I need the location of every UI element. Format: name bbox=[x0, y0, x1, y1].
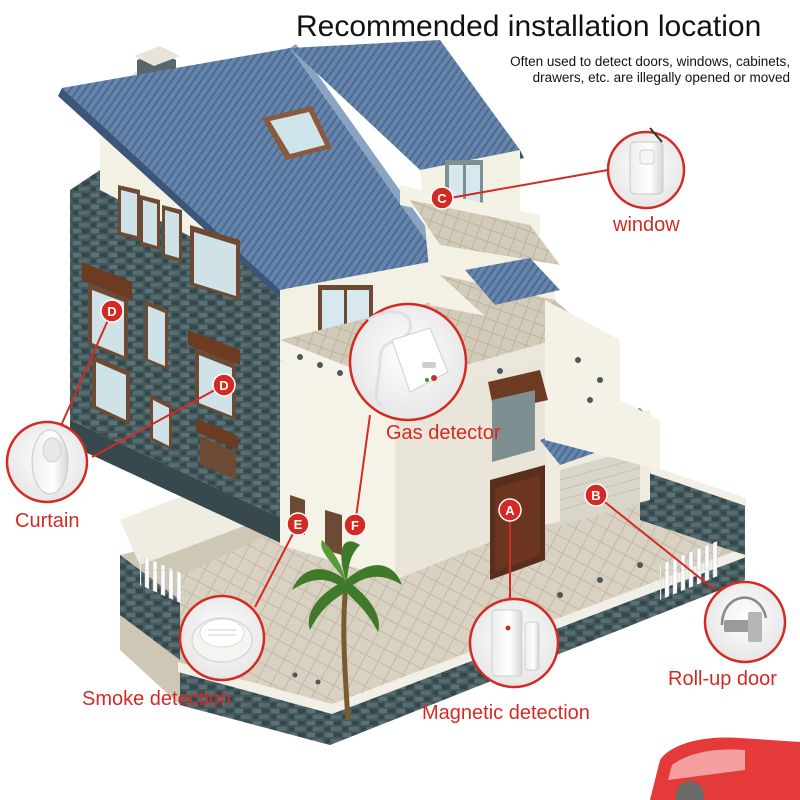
marker-e: E bbox=[294, 517, 303, 532]
page-subtitle: Often used to detect doors, windows, cab… bbox=[460, 54, 790, 86]
front-stone-wall-left bbox=[180, 670, 330, 745]
stepped-side-wall bbox=[545, 300, 660, 470]
door-awning-window bbox=[492, 390, 535, 462]
label-gas-detector: Gas detector bbox=[386, 422, 501, 444]
marker-b-bg bbox=[584, 483, 608, 507]
label-curtain: Curtain bbox=[15, 510, 80, 532]
palm-tree bbox=[292, 540, 402, 721]
entry-door-panel bbox=[495, 475, 540, 572]
subtitle-line-2: drawers, etc. are illegally opened or mo… bbox=[532, 70, 790, 85]
upper-terrace-floor bbox=[410, 200, 560, 265]
gas-sensor-circle bbox=[348, 302, 468, 422]
magnetic-sensor-circle bbox=[468, 597, 560, 689]
curtain-sensor-circle bbox=[5, 420, 89, 504]
label-magnetic-detection: Magnetic detection bbox=[422, 702, 590, 724]
left-stair-stone bbox=[120, 555, 180, 660]
left-fence bbox=[140, 555, 185, 605]
marker-a: A bbox=[505, 503, 515, 518]
marker-f: F bbox=[351, 518, 359, 533]
main-stone-wall-lower bbox=[70, 420, 285, 545]
marker-d1-bg bbox=[100, 299, 124, 323]
main-roof bbox=[62, 48, 440, 290]
label-window: window bbox=[613, 214, 680, 236]
marker-d2-bg bbox=[212, 373, 236, 397]
rear-roof bbox=[290, 40, 520, 170]
marker-c: C bbox=[437, 191, 447, 206]
side-boundary-wall bbox=[640, 470, 745, 555]
marker-a-bg bbox=[498, 498, 522, 522]
connector-lines bbox=[59, 169, 716, 608]
rollup-sensor-circle bbox=[703, 580, 787, 664]
label-roll-up-door: Roll-up door bbox=[668, 668, 777, 690]
label-smoke-detection: Smoke detection bbox=[82, 688, 231, 710]
window-sensor-circle bbox=[606, 127, 686, 210]
side-boundary-cap bbox=[640, 462, 746, 506]
chimney-top bbox=[134, 46, 180, 66]
marker-f-bg bbox=[343, 513, 367, 537]
smoke-sensor-circle bbox=[178, 594, 266, 682]
marker-d2: D bbox=[219, 378, 228, 393]
skylight-glass bbox=[270, 112, 325, 154]
marker-e-bg bbox=[286, 512, 310, 536]
page-title: Recommended installation location bbox=[296, 10, 762, 43]
right-small-roof bbox=[465, 258, 560, 305]
marker-c-bg bbox=[430, 186, 454, 210]
car-fragment bbox=[650, 737, 800, 800]
marker-d1: D bbox=[107, 304, 116, 319]
marker-b: B bbox=[591, 488, 600, 503]
subtitle-line-1: Often used to detect doors, windows, cab… bbox=[510, 54, 790, 69]
marker-badges: A B C D D E F bbox=[100, 186, 608, 537]
tower-small-window-2 bbox=[325, 510, 342, 555]
